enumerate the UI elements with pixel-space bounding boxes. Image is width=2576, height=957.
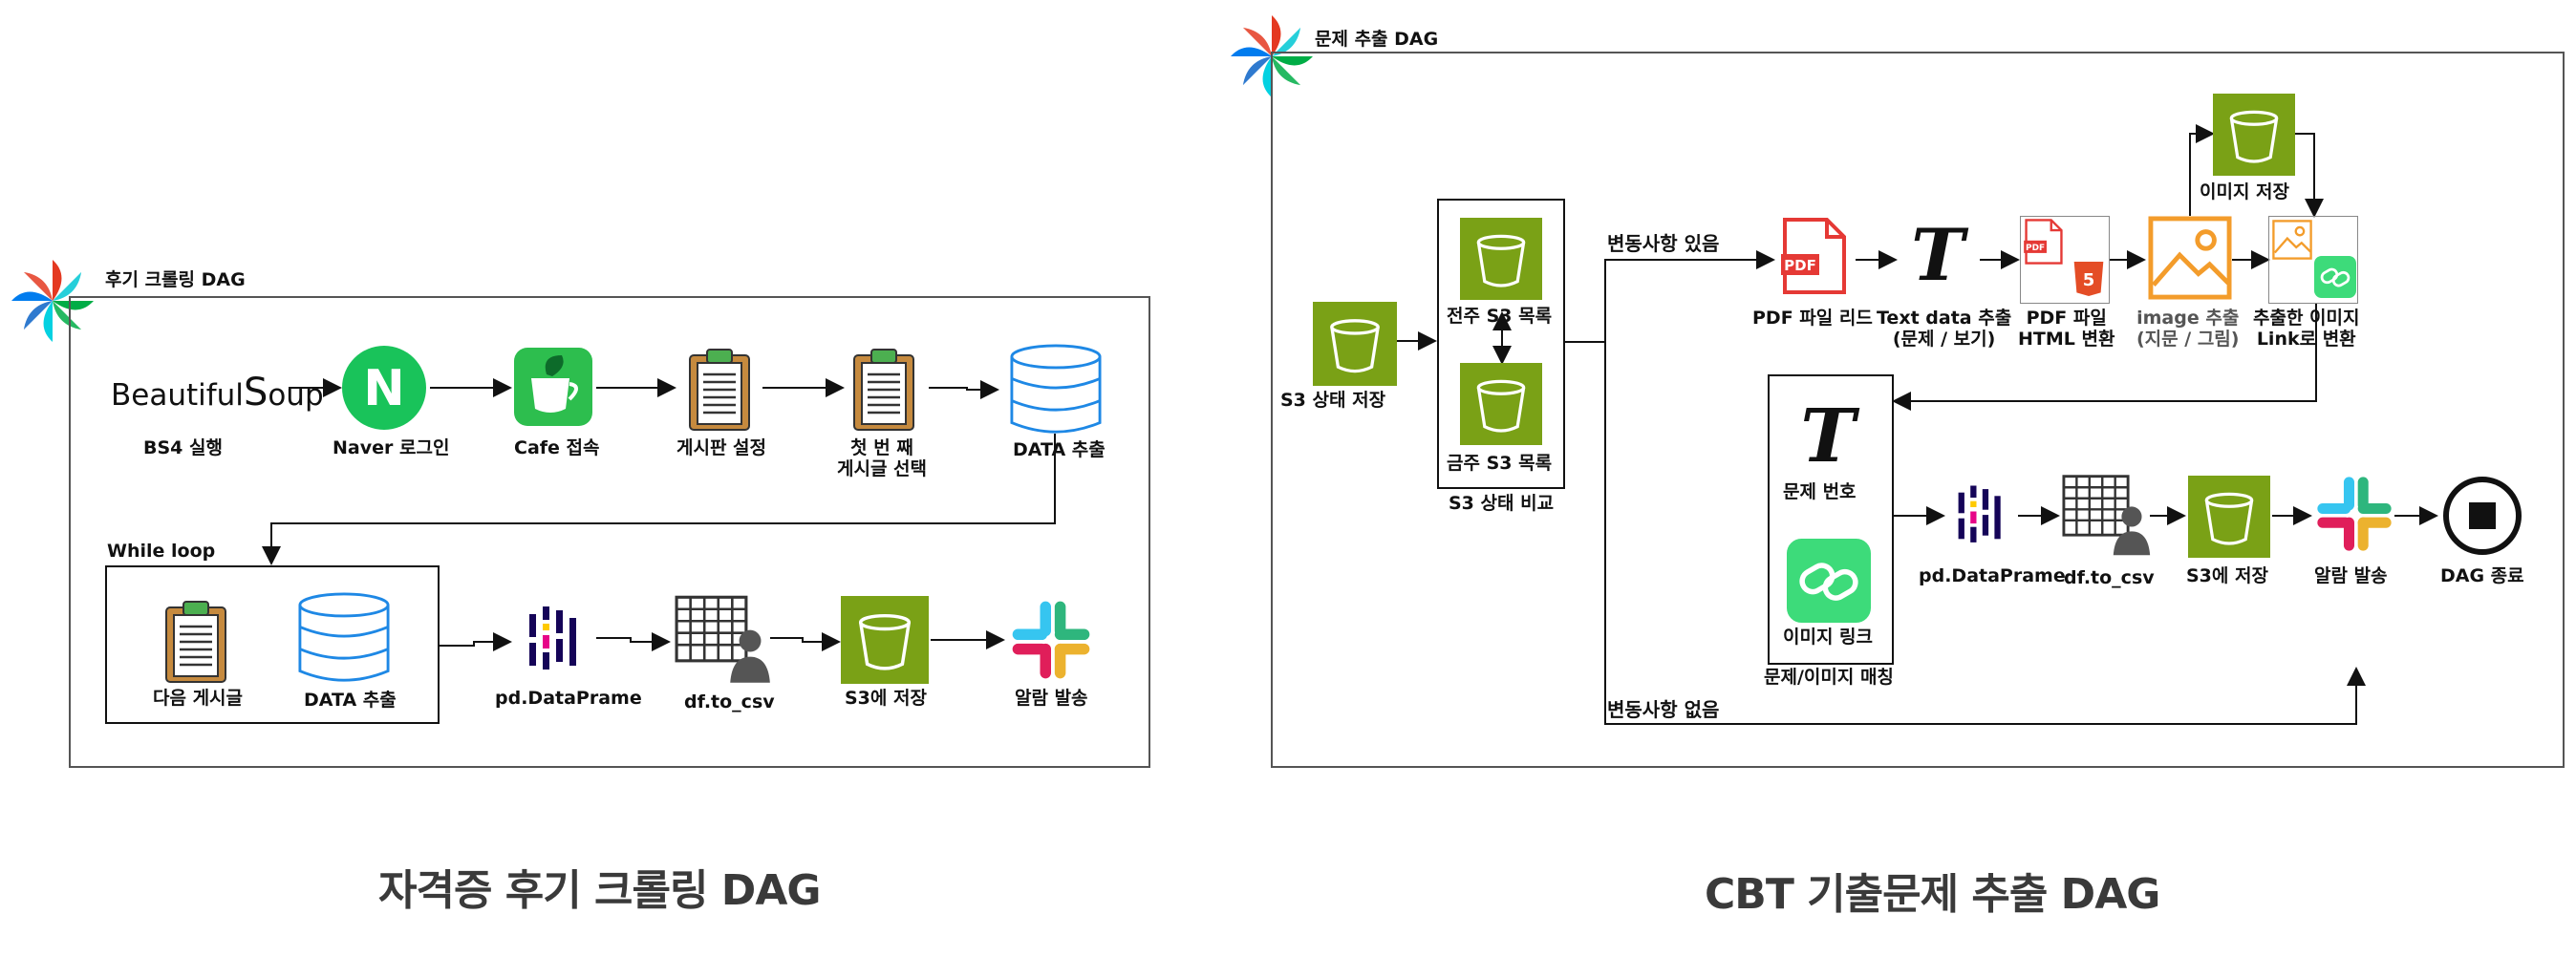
node-compare-label: S3 상태 비교 <box>1449 493 1555 514</box>
node-question-no-label: 문제 번호 <box>1783 481 1857 502</box>
match-box <box>1768 374 1894 665</box>
unchanged-label: 변동사항 없음 <box>1607 698 1720 721</box>
node-curr-s3-label: 금주 S3 목록 <box>1447 453 1553 474</box>
node-slack-label: 알람 발송 <box>2314 565 2388 586</box>
node-first-post-label: 첫 번 째 게시글 선택 <box>837 437 928 479</box>
pdf-html-box <box>2020 216 2110 304</box>
node-s3-label: S3에 저장 <box>845 688 927 709</box>
node-slack-label: 알람 발송 <box>1015 688 1088 709</box>
node-match-label: 문제/이미지 매칭 <box>1764 667 1894 688</box>
right-dag-frame <box>1271 52 2565 768</box>
loop-label: While loop <box>107 541 216 562</box>
node-pdf-html-label: PDF 파일 HTML 변환 <box>2018 308 2115 350</box>
node-image-link2-label: 이미지 링크 <box>1783 627 1874 648</box>
svg-text:N: N <box>363 360 405 417</box>
node-cafe-label: Cafe 접속 <box>514 437 600 458</box>
node-next-post-label: 다음 게시글 <box>153 688 244 709</box>
node-pandas-label: pd.DataPrame <box>1919 565 2066 586</box>
right-caption: CBT 기출문제 추출 DAG <box>1705 870 2160 919</box>
node-s3-label: S3에 저장 <box>2186 565 2268 586</box>
node-image-link-label: 추출한 이미지 Link로 변환 <box>2253 308 2360 350</box>
left-dag-header: 후기 크롤링 DAG <box>105 269 246 290</box>
node-board-label: 게시판 설정 <box>676 437 767 458</box>
image-link-box <box>2268 216 2358 304</box>
node-naver-label: Naver 로그인 <box>333 437 450 458</box>
node-pdf-read-label: PDF 파일 리드 <box>1752 308 1873 329</box>
node-image-extract-label: image 추출 (지문 / 그림) <box>2136 308 2240 350</box>
node-image-save-label: 이미지 저장 <box>2200 181 2290 202</box>
beautifulsoup-logo: BeautifulSoup <box>111 371 324 415</box>
node-text-extract-label: Text data 추출 (문제 / 보기) <box>1877 308 2012 350</box>
node-s3-state-label: S3 상태 저장 <box>1280 390 1386 411</box>
left-dag-frame <box>69 296 1150 768</box>
node-prev-s3-label: 전주 S3 목록 <box>1447 306 1553 327</box>
node-data2-label: DATA 추출 <box>304 690 397 711</box>
node-csv-label: df.to_csv <box>684 691 775 712</box>
right-dag-header: 문제 추출 DAG <box>1315 29 1439 50</box>
naver-logo-icon <box>342 346 426 430</box>
changed-label: 변동사항 있음 <box>1607 232 1720 255</box>
node-pandas-label: pd.DataPrame <box>495 688 642 709</box>
while-loop-box <box>105 565 440 724</box>
node-data1-label: DATA 추출 <box>1013 439 1106 460</box>
compare-box <box>1437 199 1565 489</box>
node-csv-label: df.to_csv <box>2064 567 2155 588</box>
left-caption: 자격증 후기 크롤링 DAG <box>378 866 821 915</box>
node-bs4-label: BS4 실행 <box>143 437 223 458</box>
node-end-label: DAG 종료 <box>2440 565 2524 586</box>
